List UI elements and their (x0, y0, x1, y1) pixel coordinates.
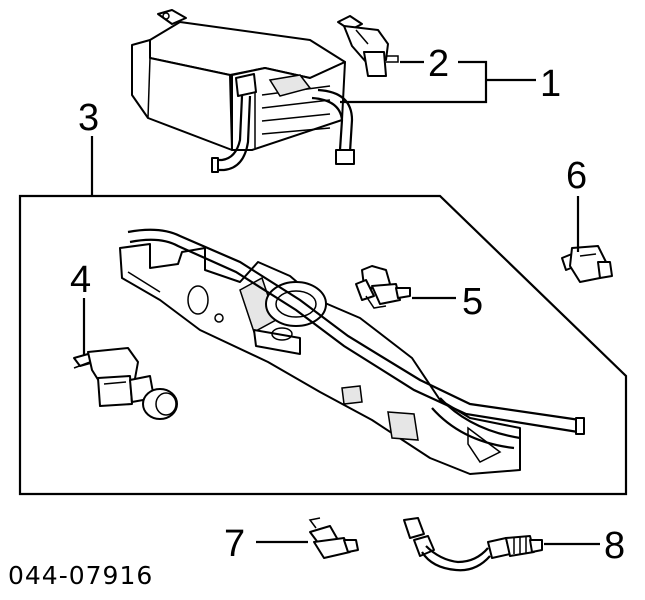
leader-lines (82, 60, 600, 546)
callout-7: 7 (224, 523, 245, 565)
bracket-assembly (119, 228, 585, 475)
callout-1: 1 (540, 63, 561, 105)
oxygen-sensor (403, 517, 543, 572)
callout-3: 3 (78, 97, 99, 139)
vacuum-switching-valve-4 (73, 347, 178, 420)
vacuum-switching-valve-2 (337, 15, 399, 77)
callout-2: 2 (428, 43, 449, 85)
vacuum-switching-valve-7 (308, 517, 359, 559)
callout-5: 5 (462, 281, 483, 323)
vacuum-switching-valve-6 (561, 245, 613, 283)
catalog-code: 044-07916 (8, 561, 153, 590)
callout-6: 6 (566, 155, 587, 197)
callout-8: 8 (604, 525, 625, 567)
assembly-enclosure (18, 194, 628, 496)
charcoal-canister (131, 9, 355, 173)
callout-4: 4 (70, 259, 91, 301)
vacuum-switching-valve-5 (355, 265, 411, 309)
